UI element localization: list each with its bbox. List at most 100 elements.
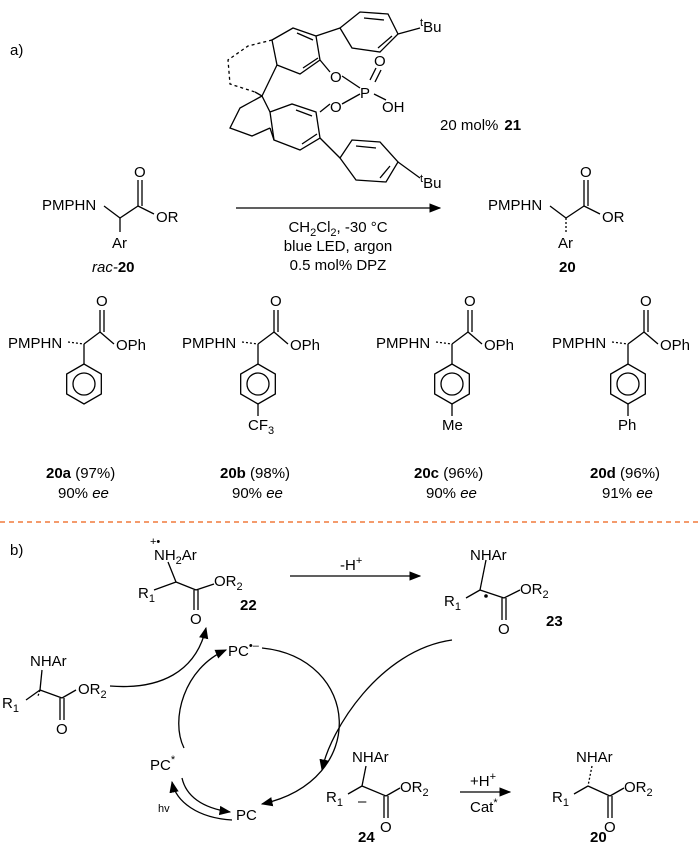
pc-excited: PC* xyxy=(150,754,176,774)
product-amine: PMPHN xyxy=(488,197,542,214)
radical-r1: R1 xyxy=(444,593,461,613)
reactant-carbonyl-o: O xyxy=(134,164,146,181)
example-yield: 20b (98%) xyxy=(220,465,290,482)
radical-cation-oxygen: O xyxy=(190,611,202,628)
benzene-ring xyxy=(610,363,646,405)
substituent-label: CF3 xyxy=(248,417,274,437)
radical-structure xyxy=(465,559,521,620)
light-label: hv xyxy=(158,803,170,815)
cycle-left-arc xyxy=(178,649,228,749)
product-structure xyxy=(549,180,601,232)
anion-charge: – xyxy=(358,793,367,810)
product-aryl: Ar xyxy=(558,235,573,252)
oxygen-lower: O xyxy=(330,99,342,116)
reactant-aryl: Ar xyxy=(112,235,127,252)
radical-amine: NHAr xyxy=(470,547,507,564)
radical-cation-amine: NH2Ar xyxy=(154,547,197,567)
amine-bond xyxy=(435,341,453,345)
substrate-amine: NHAr xyxy=(30,653,67,670)
radical-cation-label: 22 xyxy=(240,597,257,614)
carbonyl-bond xyxy=(451,331,469,345)
condition-light: blue LED, argon xyxy=(284,238,392,255)
anion-r1: R1 xyxy=(326,789,343,809)
ester-bond xyxy=(467,331,483,345)
carbonyl-oxygen: O xyxy=(96,293,108,310)
radical-oxygen: O xyxy=(498,621,510,638)
substrate-r1: R1 xyxy=(2,695,19,715)
example-yield: 20c (96%) xyxy=(414,465,483,482)
phosphoryl-oxygen: O xyxy=(374,53,386,70)
deprotonation-label: -H+ xyxy=(340,555,362,574)
carbonyl-bond xyxy=(257,331,275,345)
final-product-amine: NHAr xyxy=(576,749,613,766)
oxygen-upper: O xyxy=(330,69,342,86)
final-product-label: 20 xyxy=(590,829,607,846)
example-amine: PMPHN xyxy=(376,335,430,352)
benzene-ring xyxy=(434,363,470,405)
condition-photocatalyst: 0.5 mol% DPZ xyxy=(290,257,387,274)
radical-cation-ester: OR2 xyxy=(214,573,243,593)
panel-b-label: b) xyxy=(10,542,23,559)
final-product-oxygen: O xyxy=(604,819,616,836)
catalyst-structure xyxy=(227,11,421,183)
product-ester: OR xyxy=(602,209,625,226)
example-amine: PMPHN xyxy=(182,335,236,352)
example-ee: 90% ee xyxy=(426,485,477,502)
tbu-bottom-label: tBu xyxy=(420,173,441,192)
example-ester: OPh xyxy=(660,337,690,354)
example-ee: 91% ee xyxy=(602,485,653,502)
reactant-ester: OR xyxy=(156,209,179,226)
substrate-ester: OR2 xyxy=(78,681,107,701)
substrate-structure xyxy=(25,669,77,720)
pc-radical-anion: PC•– xyxy=(228,640,260,660)
radical-cation-structure xyxy=(153,561,215,610)
final-product-structure xyxy=(573,765,625,818)
catalytic-cycle-arc xyxy=(260,647,340,807)
substituent-label: Ph xyxy=(618,417,636,434)
substituent-label: Me xyxy=(442,417,463,434)
reactant-structure xyxy=(103,180,155,232)
anion-structure xyxy=(347,765,401,818)
example-amine: PMPHN xyxy=(8,335,62,352)
hydroxyl-group: OH xyxy=(382,99,405,116)
example-yield: 20d (96%) xyxy=(590,465,660,482)
radical-to-anion-arrow xyxy=(319,639,453,772)
radical-label: 23 xyxy=(546,613,563,630)
example-ester: OPh xyxy=(116,337,146,354)
chiral-catalyst: Cat* xyxy=(470,797,498,816)
phosphorus-atom: P xyxy=(360,85,370,102)
carbonyl-oxygen: O xyxy=(464,293,476,310)
reactant-label: rac-20 xyxy=(92,259,135,276)
final-product-ester: OR2 xyxy=(624,779,653,799)
radical-cation-r1: R1 xyxy=(138,585,155,605)
product-label: 20 xyxy=(559,259,576,276)
ester-bond xyxy=(643,331,659,345)
anion-ester: OR2 xyxy=(400,779,429,799)
amine-bond xyxy=(611,341,629,345)
panel-a-label: a) xyxy=(10,42,23,59)
substrate-oxygen: O xyxy=(56,721,68,738)
anion-label: 24 xyxy=(358,829,375,846)
amine-bond xyxy=(241,341,259,345)
example-yield: 20a (97%) xyxy=(46,465,115,482)
radical-ester: OR2 xyxy=(520,581,549,601)
aromatic-circle xyxy=(616,372,640,396)
carbonyl-oxygen: O xyxy=(270,293,282,310)
relaxation-arrow xyxy=(169,780,233,821)
tbu-top-label: tBu xyxy=(420,17,441,36)
protonation-reagent: +H+ xyxy=(470,771,496,790)
example-ee: 90% ee xyxy=(232,485,283,502)
aromatic-circle xyxy=(246,372,270,396)
substrate-to-radical-cation-arrow xyxy=(109,626,209,688)
final-product-r1: R1 xyxy=(552,789,569,809)
benzene-ring xyxy=(66,363,102,405)
carbonyl-oxygen: O xyxy=(640,293,652,310)
anion-oxygen: O xyxy=(380,819,392,836)
example-amine: PMPHN xyxy=(552,335,606,352)
